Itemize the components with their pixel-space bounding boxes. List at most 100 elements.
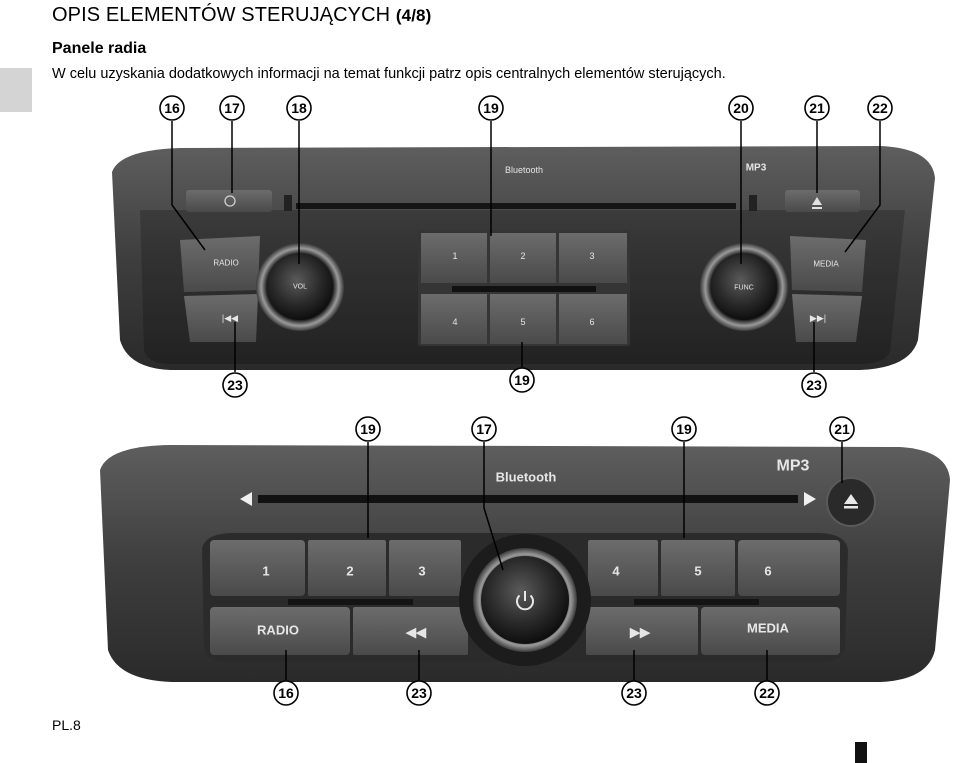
upper-preset-2-label: 2: [520, 251, 525, 261]
slot-right-indicator: [804, 492, 816, 506]
upper-bluetooth-label: Bluetooth: [505, 165, 543, 175]
power-icon: [224, 195, 236, 207]
lower-next-button[interactable]: [586, 607, 698, 655]
upper-func-knob[interactable]: [711, 254, 777, 320]
lower-radio-panel: Bluetooth MP3 1 2 3 4 5 6 RADIO: [100, 445, 950, 682]
callout-19-lower-right: 19: [671, 416, 697, 442]
lower-preset-6[interactable]: [738, 540, 840, 596]
slot-left-indicator: [240, 492, 252, 506]
lower-preset-2-label: 2: [346, 564, 353, 579]
upper-preset-4[interactable]: [421, 294, 487, 344]
svg-text:23: 23: [227, 377, 243, 393]
upper-preset-1[interactable]: [421, 233, 487, 283]
upper-eject-button[interactable]: [785, 190, 860, 212]
upper-preset-2[interactable]: [490, 233, 556, 283]
svg-text:19: 19: [360, 421, 376, 437]
eject-icon: [812, 197, 822, 205]
lower-next-icon: ▶▶: [629, 625, 651, 640]
upper-preset-4-label: 4: [452, 317, 457, 327]
svg-text:22: 22: [759, 685, 775, 701]
upper-preset-3-label: 3: [589, 251, 594, 261]
next-icon: ▶▶|: [810, 313, 826, 323]
leader-17-lower: [483, 442, 504, 571]
lower-preset-1-label: 1: [262, 564, 269, 579]
callout-20: 20: [728, 95, 754, 121]
lower-preset-buttons: 1 2 3 4 5 6: [210, 540, 840, 596]
callout-17-lower: 17: [471, 416, 497, 442]
page-title-text: OPIS ELEMENTÓW STERUJĄCYCH: [52, 4, 391, 26]
intro-text: W celu uzyskania dodatkowych informacji …: [52, 66, 726, 82]
upper-preset-1-label: 1: [452, 251, 457, 261]
callout-23-lower-left: 23: [406, 680, 432, 706]
lower-power-icon: [516, 591, 534, 611]
callout-21-lower: 21: [829, 416, 855, 442]
callout-19: 19: [478, 95, 504, 121]
lower-divider-right: [634, 599, 759, 605]
end-marker: [855, 742, 867, 763]
lower-prev-button[interactable]: [353, 607, 468, 655]
page-part: (4/8): [395, 6, 432, 25]
svg-text:21: 21: [834, 421, 850, 437]
callout-19-lower-left: 19: [355, 416, 381, 442]
callout-23-lower-right: 23: [621, 680, 647, 706]
section-tab: [0, 68, 32, 112]
upper-radio-label: RADIO: [213, 259, 238, 268]
upper-preset-6-label: 6: [589, 317, 594, 327]
lower-preset-2[interactable]: [308, 540, 386, 596]
upper-preset-3[interactable]: [559, 233, 627, 283]
lower-preset-4[interactable]: [588, 540, 658, 596]
leader-22: [844, 121, 881, 253]
upper-callouts: 16 17 18 19 20 21 22 23 19 23: [159, 95, 893, 398]
lower-bluetooth-label: Bluetooth: [496, 470, 557, 485]
upper-radio-button[interactable]: [180, 236, 260, 292]
lower-preset-5[interactable]: [661, 540, 735, 596]
upper-prev-button[interactable]: [184, 294, 258, 342]
svg-text:16: 16: [164, 100, 180, 116]
page-number: PL.8: [52, 717, 81, 733]
callout-16-lower: 16: [273, 680, 299, 706]
svg-text:17: 17: [476, 421, 492, 437]
lower-preset-5-label: 5: [694, 564, 701, 579]
lower-prev-icon: ◀◀: [405, 625, 427, 640]
lower-media-label: MEDIA: [747, 621, 790, 636]
upper-power-button[interactable]: [186, 190, 272, 212]
upper-leader-lines: [171, 121, 881, 372]
lower-preset-3[interactable]: [389, 540, 461, 596]
callout-22: 22: [867, 95, 893, 121]
section-heading: Panele radia: [52, 40, 147, 57]
lower-preset-4-label: 4: [612, 564, 620, 579]
callout-19-bottom: 19: [509, 367, 535, 393]
slot-light-left: [284, 195, 292, 211]
svg-text:21: 21: [809, 100, 825, 116]
svg-text:18: 18: [291, 100, 307, 116]
lower-divider-left: [288, 599, 413, 605]
upper-preset-divider: [452, 286, 596, 292]
lower-callouts: 19 17 19 21 16 23 23 22: [273, 416, 855, 706]
upper-radio-panel: Bluetooth MP3 RADIO |◀◀ VOL 1 2 3 4 5 6: [112, 146, 935, 370]
lower-media-button[interactable]: [701, 607, 840, 655]
lower-preset-1[interactable]: [210, 540, 305, 596]
callout-23-left: 23: [222, 372, 248, 398]
upper-preset-5[interactable]: [490, 294, 556, 344]
upper-next-button[interactable]: [792, 294, 862, 342]
svg-text:23: 23: [626, 685, 642, 701]
svg-text:19: 19: [514, 372, 530, 388]
upper-preset-6[interactable]: [559, 294, 627, 344]
callout-17: 17: [219, 95, 245, 121]
eject-icon-bar: [812, 207, 822, 209]
lower-eject-icon-bar: [844, 506, 858, 509]
callout-23-right: 23: [801, 372, 827, 398]
lower-radio-label: RADIO: [257, 623, 299, 638]
callout-16: 16: [159, 95, 185, 121]
lower-preset-3-label: 3: [418, 564, 425, 579]
prev-icon: |◀◀: [222, 313, 238, 323]
page-title: OPIS ELEMENTÓW STERUJĄCYCH (4/8): [52, 4, 431, 27]
upper-cd-slot: [296, 203, 736, 209]
svg-text:23: 23: [806, 377, 822, 393]
upper-volume-knob[interactable]: [267, 254, 333, 320]
lower-radio-button[interactable]: [210, 607, 350, 655]
lower-eject-icon: [844, 494, 858, 504]
svg-text:23: 23: [411, 685, 427, 701]
lower-mp3-label: MP3: [777, 458, 810, 475]
